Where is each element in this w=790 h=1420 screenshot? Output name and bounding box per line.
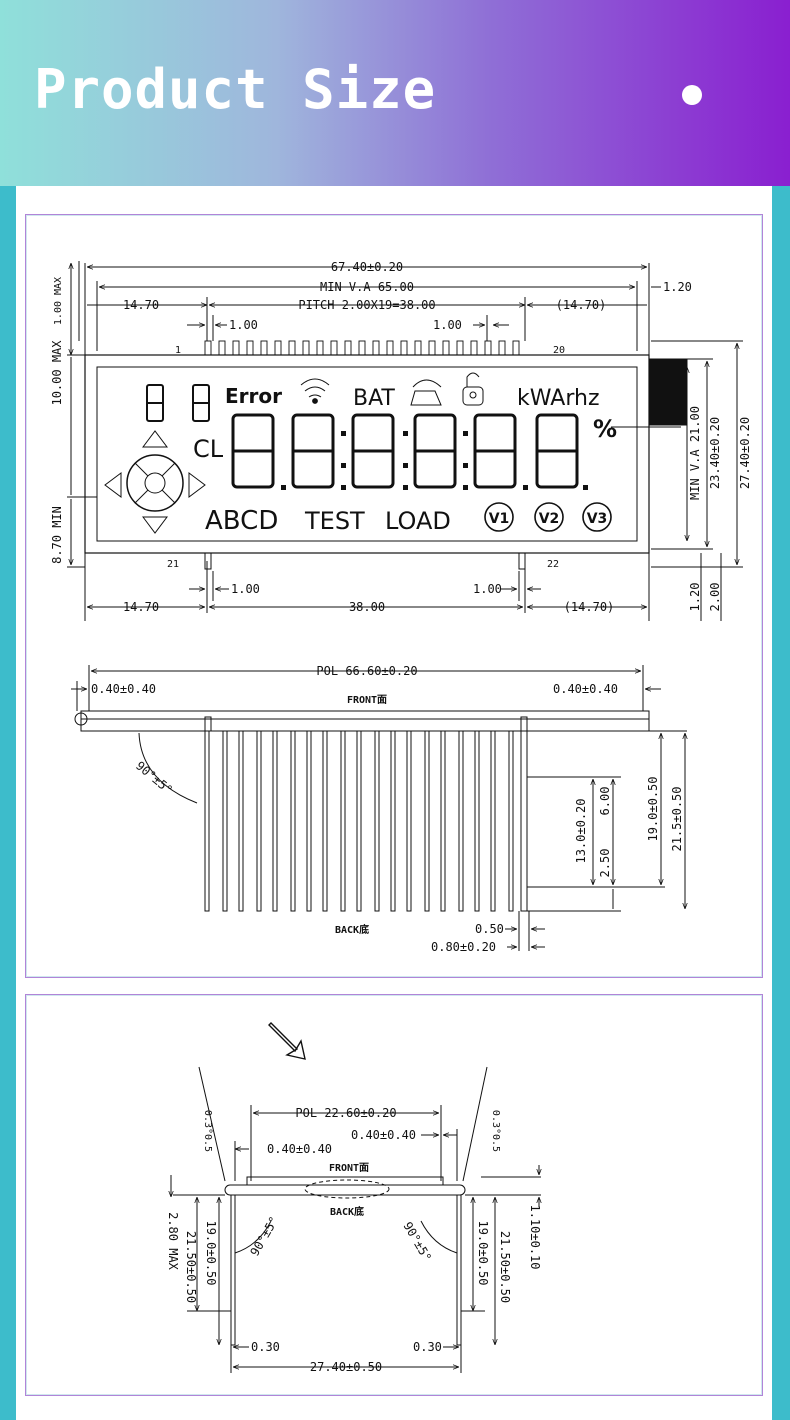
- header-banner: Product Size: [0, 0, 790, 186]
- end-right-tol-label: 0.40±0.40: [351, 1128, 416, 1142]
- end-tilt-right-label: 0.3°0.5: [490, 1110, 501, 1152]
- lcd-percent-label: %: [593, 415, 617, 443]
- left-dim-3-label: 8.70 MIN: [50, 506, 64, 564]
- end-bottom-width-label: 27.40±0.50: [310, 1360, 382, 1374]
- pin-20-label: 20: [553, 345, 565, 356]
- min-va-label: MIN V.A 65.00: [320, 280, 414, 294]
- side-front-label: FRONT面: [347, 694, 387, 706]
- end-l1-label: 19.0±0.50: [204, 1220, 218, 1285]
- side-pin-w-label: 0.80±0.20: [431, 940, 496, 954]
- direction-arrow-icon: [268, 1022, 306, 1060]
- bottom-r2-label: 2.00: [708, 583, 722, 612]
- pin-width-left-label: 1.00: [229, 318, 258, 332]
- lcd-cl-label: CL: [193, 435, 224, 463]
- dimension-panel-end: POL 22.60±0.20 0.40±0.40 0.40±0.40 FRONT…: [25, 994, 763, 1396]
- lcd-v2-label: V2: [539, 511, 560, 527]
- side-d4-label: 19.0±0.50: [646, 776, 660, 841]
- end-bottom-left-label: 0.30: [251, 1340, 280, 1354]
- side-right-tol-label: 0.40±0.40: [553, 682, 618, 696]
- end-left-tol-label: 0.40±0.40: [267, 1142, 332, 1156]
- end-tilt-left-label: 0.3°0.5: [202, 1110, 213, 1152]
- end-pol-label: POL 22.60±0.20: [295, 1106, 396, 1120]
- lcd-end-view-drawing: POL 22.60±0.20 0.40±0.40 0.40±0.40 FRONT…: [166, 1022, 542, 1374]
- dot-icon: [682, 85, 702, 105]
- side-pin-t-label: 0.50: [475, 922, 504, 936]
- side-d3-label: 2.50: [598, 849, 612, 878]
- end-angle-left-label: 90°±5°: [247, 1214, 281, 1259]
- end-front-label: FRONT面: [329, 1162, 369, 1174]
- side-pol-label: POL 66.60±0.20: [316, 664, 417, 678]
- end-bottom-right-label: 0.30: [413, 1340, 442, 1354]
- right-h1-label: 23.40±0.20: [708, 417, 722, 489]
- pin-22-label: 22: [547, 559, 559, 570]
- side-d1-label: 13.0±0.20: [574, 798, 588, 863]
- side-back-label: BACK底: [335, 923, 369, 936]
- pitch-label: PITCH 2.00X19=38.00: [298, 298, 435, 312]
- end-r1-label: 19.0±0.50: [476, 1220, 490, 1285]
- bottom-pin-right-label: 1.00: [473, 582, 502, 596]
- pin-21-label: 21: [167, 559, 179, 570]
- end-r2-label: 21.50±0.50: [498, 1231, 512, 1303]
- end-l2-label: 21.50±0.50: [184, 1231, 198, 1303]
- end-back-label: BACK底: [330, 1205, 364, 1218]
- pin-1-label: 1: [175, 345, 181, 356]
- end-l3-label: 2.80 MAX: [166, 1212, 180, 1271]
- side-d5-label: 21.5±0.50: [670, 786, 684, 851]
- lcd-abcd-label: ABCD: [205, 506, 278, 536]
- side-d2-label: 6.00: [598, 787, 612, 816]
- lcd-test-label: TEST: [304, 507, 365, 535]
- dimension-panel-main: 67.40±0.20 MIN V.A 65.00 PITCH 2.00X19=3…: [25, 214, 763, 978]
- bottom-right-label: (14.70): [564, 600, 615, 614]
- lcd-error-label: Error: [225, 384, 282, 408]
- bottom-left-label: 14.70: [123, 600, 159, 614]
- end-angle-right-label: 90°±5°: [400, 1220, 434, 1265]
- lcd-v1-label: V1: [489, 511, 510, 527]
- side-left-tol-label: 0.40±0.40: [91, 682, 156, 696]
- right-margin-label: 1.20: [663, 280, 692, 294]
- left-offset-label: 14.70: [123, 298, 159, 312]
- right-h2-label: 27.40±0.20: [738, 417, 752, 489]
- bottom-mid-label: 38.00: [349, 600, 385, 614]
- bottom-pin-left-label: 1.00: [231, 582, 260, 596]
- side-angle-label: 90°±5°: [133, 759, 175, 798]
- left-dim-1-label: 1.00 MAX: [53, 277, 64, 325]
- lcd-bat-label: BAT: [353, 386, 395, 411]
- lcd-v3-label: V3: [587, 511, 608, 527]
- lcd-load-label: LOAD: [385, 507, 451, 535]
- pin-width-right-label: 1.00: [433, 318, 462, 332]
- left-dim-2-label: 10.00 MAX: [50, 340, 64, 406]
- end-r3-label: 1.10±0.10: [528, 1204, 542, 1269]
- lcd-kwarhz-label: kWArhz: [517, 386, 600, 411]
- right-offset-label: (14.70): [556, 298, 607, 312]
- lcd-dimension-drawing: 67.40±0.20 MIN V.A 65.00 PITCH 2.00X19=3…: [50, 260, 752, 954]
- right-va-label: MIN V.A 21.00: [688, 406, 702, 500]
- bottom-r1-label: 1.20: [688, 583, 702, 612]
- page-title: Product Size: [34, 58, 437, 121]
- overall-width-label: 67.40±0.20: [331, 260, 403, 274]
